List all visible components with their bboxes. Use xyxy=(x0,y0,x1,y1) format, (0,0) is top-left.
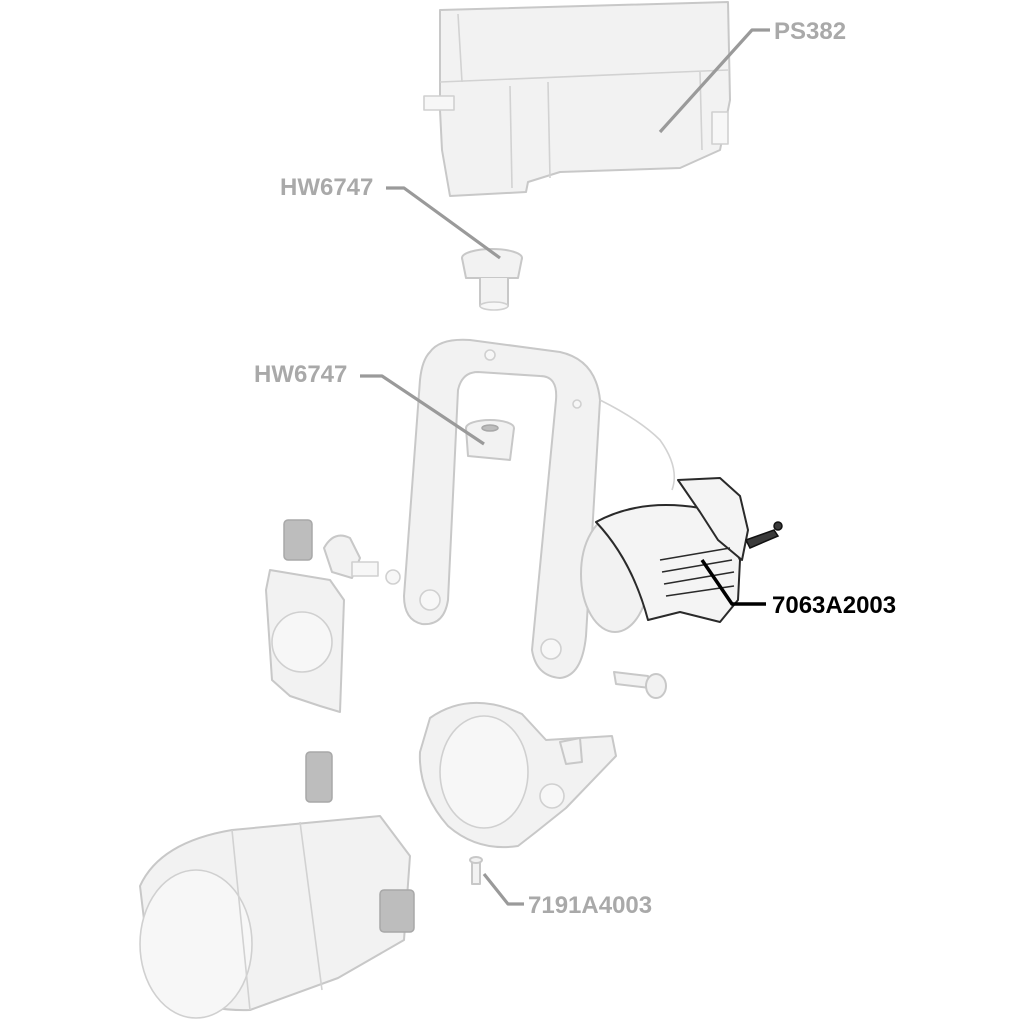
power-supply-ps382 xyxy=(423,1,731,197)
lens-ring-assembly xyxy=(418,701,617,849)
callout-7191a4003: 7191A4003 xyxy=(528,892,653,919)
leader-line-7191a4003 xyxy=(482,873,524,906)
bushing-hw6747-middle xyxy=(465,419,515,461)
lamp-housing-7063a2003 xyxy=(580,477,783,633)
callout-7063a2003: 7063A2003 xyxy=(772,592,897,619)
callout-ps382: PS382 xyxy=(774,18,847,45)
leader-line-hw6747-upper xyxy=(386,186,501,260)
leader-line-7063a2003 xyxy=(700,559,766,606)
knob-and-plate-assembly xyxy=(265,519,401,713)
callout-hw6747-upper: HW6747 xyxy=(280,174,374,201)
lens-barrel xyxy=(139,751,415,1019)
leader-line-ps382 xyxy=(658,28,770,134)
bushing-hw6747-upper xyxy=(461,248,523,311)
leader-line-hw6747-middle xyxy=(360,374,485,446)
screw-7191a4003 xyxy=(469,856,483,885)
callout-hw6747-middle: HW6747 xyxy=(254,361,348,388)
bolt xyxy=(613,671,667,699)
